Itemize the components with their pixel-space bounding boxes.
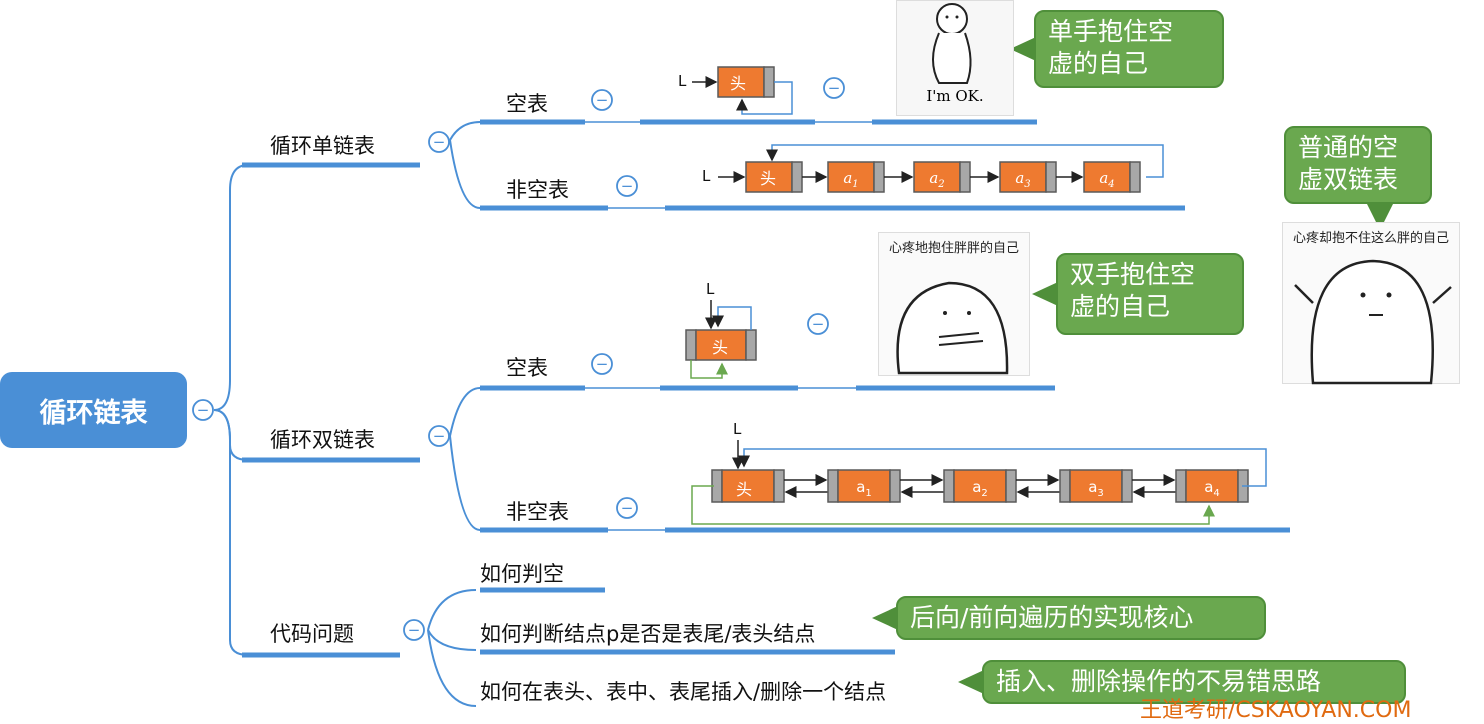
head-node-label: 头 <box>730 74 747 93</box>
pointer-l-label: L <box>678 72 687 90</box>
callout-ordinary: 普通的空 虚双链表 <box>1284 126 1432 230</box>
singly-head-node <box>745 161 803 193</box>
doubly-node: a1 <box>827 469 901 503</box>
meme-cant-hug-figure <box>1294 259 1452 385</box>
singly-node: a1 <box>827 161 885 193</box>
callout-double-hug: 双手抱住空 虚的自己 <box>1032 253 1244 335</box>
meme-ok: I'm OK. <box>896 0 1014 116</box>
doubly-empty-label[interactable]: 空表 <box>506 356 548 380</box>
doubly-nonempty-diagram: a1 a2 a3 a4 <box>691 440 1267 525</box>
callout-insert-delete: 插入、删除操作的不易错思路 <box>958 660 1406 704</box>
root-label: 循环链表 <box>39 397 148 429</box>
callout-double-hug-text: 双手抱住空 虚的自己 <box>1070 260 1196 321</box>
meme-hug-fat-figure <box>896 281 1009 375</box>
meme-hug-fat: 心疼地抱住胖胖的自己 <box>878 232 1030 376</box>
callout-traverse-text: 后向/前向遍历的实现核心 <box>910 603 1194 632</box>
callout-insert-delete-text: 插入、删除操作的不易错思路 <box>996 667 1322 696</box>
doubly-node: a4 <box>1175 469 1249 503</box>
meme-cant-hug-caption: 心疼却抱不住这么胖的自己 <box>1292 231 1449 246</box>
meme-ok-text: I'm OK. <box>926 87 984 105</box>
footer-brand: 王道考研/CSKAOYAN.COM <box>1140 698 1412 723</box>
singly-node: a2 <box>913 161 971 193</box>
callout-single-hug-text: 单手抱住空 虚的自己 <box>1048 17 1174 78</box>
doubly-head-node <box>711 469 785 503</box>
branch-singly-label[interactable]: 循环单链表 <box>270 134 375 158</box>
code-question-insert[interactable]: 如何在表头、表中、表尾插入/删除一个结点 <box>480 680 887 704</box>
singly-empty-label[interactable]: 空表 <box>506 92 548 116</box>
doubly-node: a2 <box>943 469 1017 503</box>
doubly-node: a3 <box>1059 469 1133 503</box>
pointer-l-label: L <box>706 280 715 298</box>
singly-empty-diagram <box>692 66 793 115</box>
meme-hug-fat-caption: 心疼地抱住胖胖的自己 <box>888 241 1019 256</box>
branch-code-label[interactable]: 代码问题 <box>270 622 354 646</box>
code-question-empty[interactable]: 如何判空 <box>480 562 564 586</box>
head-node-label: 头 <box>712 338 729 357</box>
head-node-label: 头 <box>760 169 777 188</box>
singly-nonempty-diagram: a1 a2 a3 a4 <box>718 144 1164 193</box>
callout-single-hug: 单手抱住空 虚的自己 <box>1010 10 1224 88</box>
branch-doubly-label[interactable]: 循环双链表 <box>270 428 375 452</box>
doubly-empty-diagram <box>685 300 757 379</box>
meme-cant-hug: 心疼却抱不住这么胖的自己 <box>1282 222 1460 385</box>
meme-ok-figure <box>932 3 972 84</box>
doubly-nonempty-label[interactable]: 非空表 <box>506 500 569 524</box>
code-question-tail[interactable]: 如何判断结点p是否是表尾/表头结点 <box>480 622 816 646</box>
callout-ordinary-text: 普通的空 虚双链表 <box>1298 133 1399 194</box>
pointer-l-label: L <box>702 167 711 185</box>
singly-node: a4 <box>1083 161 1141 193</box>
head-node-label: 头 <box>736 480 753 499</box>
singly-node: a3 <box>999 161 1057 193</box>
root-node[interactable]: 循环链表 <box>0 372 187 448</box>
singly-nonempty-label[interactable]: 非空表 <box>506 178 569 202</box>
pointer-l-label: L <box>733 420 742 438</box>
callout-traverse: 后向/前向遍历的实现核心 <box>872 596 1266 640</box>
